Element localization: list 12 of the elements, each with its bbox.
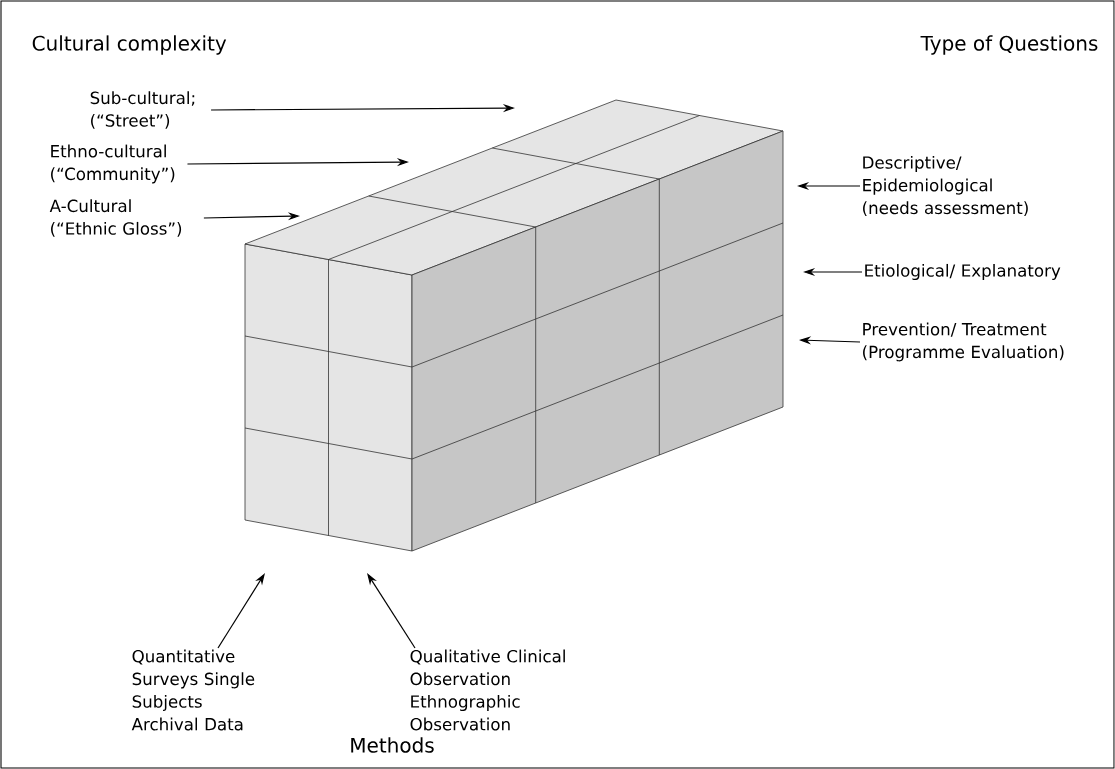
- axis-title: Cultural complexity: [32, 35, 227, 55]
- text-label: Qualitative Clinical Observation Ethnographic Observation: [410, 649, 565, 731]
- text-label: Etiological/ Explanatory: [865, 263, 1061, 281]
- axis-title: Type of Questions: [920, 35, 1098, 55]
- text-label: Sub-cultural; (“Street”): [90, 91, 195, 129]
- text-label: Quantitative Surveys Single Subjects Archival Data: [131, 649, 255, 731]
- text-label: Ethno-cultural (“Community”): [51, 144, 175, 184]
- axis-title: Methods: [351, 737, 434, 753]
- text-label: Descriptive/ Epidemiological (needs assessment): [863, 155, 1028, 217]
- text-label: A-Cultural (“Ethnic Gloss”): [49, 199, 182, 237]
- cuboid-drawing: [244, 99, 784, 552]
- text-label: Prevention/ Treatment (Programme Evaluation): [863, 322, 1064, 362]
